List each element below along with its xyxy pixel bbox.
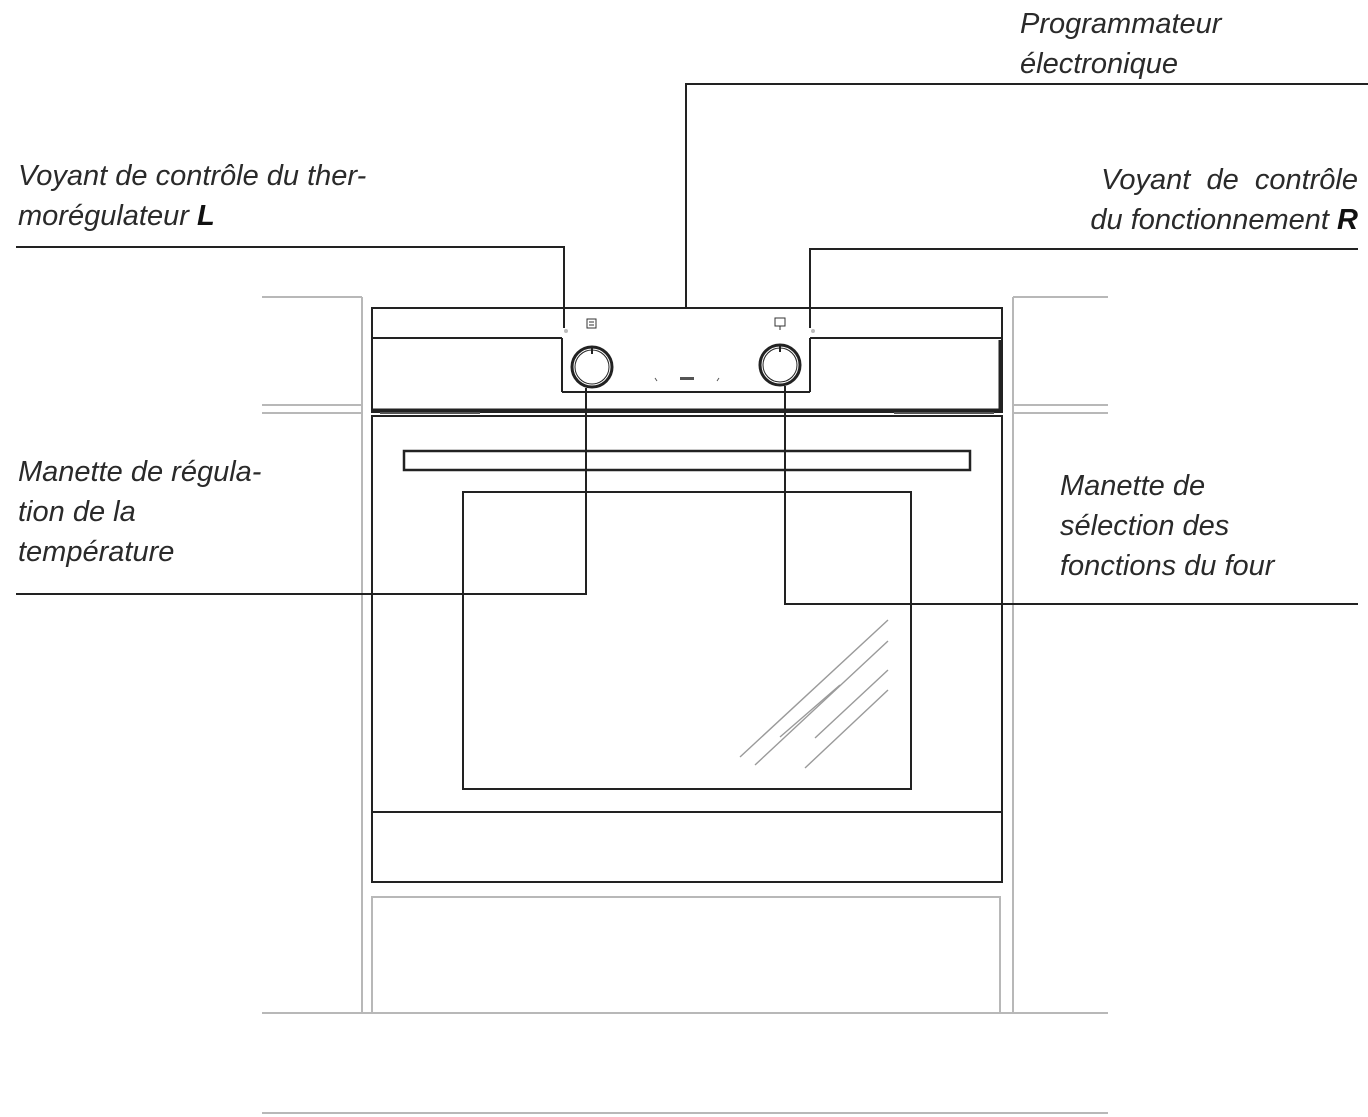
cabinet-outline [262,296,1108,1114]
label-programmer-line-2: électronique [1020,48,1178,80]
label-thermostat-light-text: morégulateur [18,200,197,232]
leader-temperature-knob [16,388,587,595]
thermostat-light-indicator [564,329,568,333]
function-symbol-icon [774,317,786,330]
operation-light-indicator [811,329,815,333]
label-operation-light-line-2: du fonctionnement R [1090,200,1358,240]
oven-body [371,307,1003,883]
leader-operation-light [809,248,1358,328]
label-temperature-knob-line-2: tion de la [18,496,136,528]
leader-lines [16,83,1368,605]
label-temperature-knob-line-3: température [18,536,175,568]
label-programmer: Programmateur électronique [1020,4,1221,84]
label-function-knob-line-2: sélection des [1060,510,1230,542]
label-operation-light-line-1: Voyant de contrôle [1101,164,1358,196]
control-panel-frame [371,307,1003,413]
label-programmer-line-1: Programmateur [1020,8,1222,40]
temperature-knob[interactable] [570,345,614,389]
label-thermostat-light: Voyant de contrôle du ther- morégulateur… [18,156,366,236]
door-window [462,491,912,790]
label-operation-light-text: du fonctionnement [1090,204,1338,236]
label-thermostat-light-line-1: Voyant de contrôle du ther- [18,160,367,192]
leader-thermostat-light [16,246,565,328]
glass-reflection [739,619,889,769]
label-operation-light: Voyant de contrôle du fonctionnement R [1090,160,1358,240]
label-thermostat-light-line-2: morégulateur L [18,196,366,236]
oven-bottom-panel [371,811,1003,883]
door-handle [402,449,972,472]
function-knob[interactable] [758,343,802,387]
label-function-knob-line-3: fonctions du four [1060,550,1275,582]
label-temperature-knob: Manette de régula- tion de la températur… [18,452,261,572]
leader-function-knob [784,386,1358,605]
electronic-programmer-display [654,377,720,382]
label-function-knob: Manette de sélection des fonctions du fo… [1060,466,1274,586]
label-function-knob-line-1: Manette de [1060,470,1206,502]
leader-programmer [685,83,1368,308]
thermostat-symbol-icon [586,318,597,329]
label-operation-light-key: R [1337,204,1358,236]
label-thermostat-light-key: L [196,200,215,232]
oven-door [371,415,1003,813]
label-temperature-knob-line-1: Manette de régula- [18,456,262,488]
